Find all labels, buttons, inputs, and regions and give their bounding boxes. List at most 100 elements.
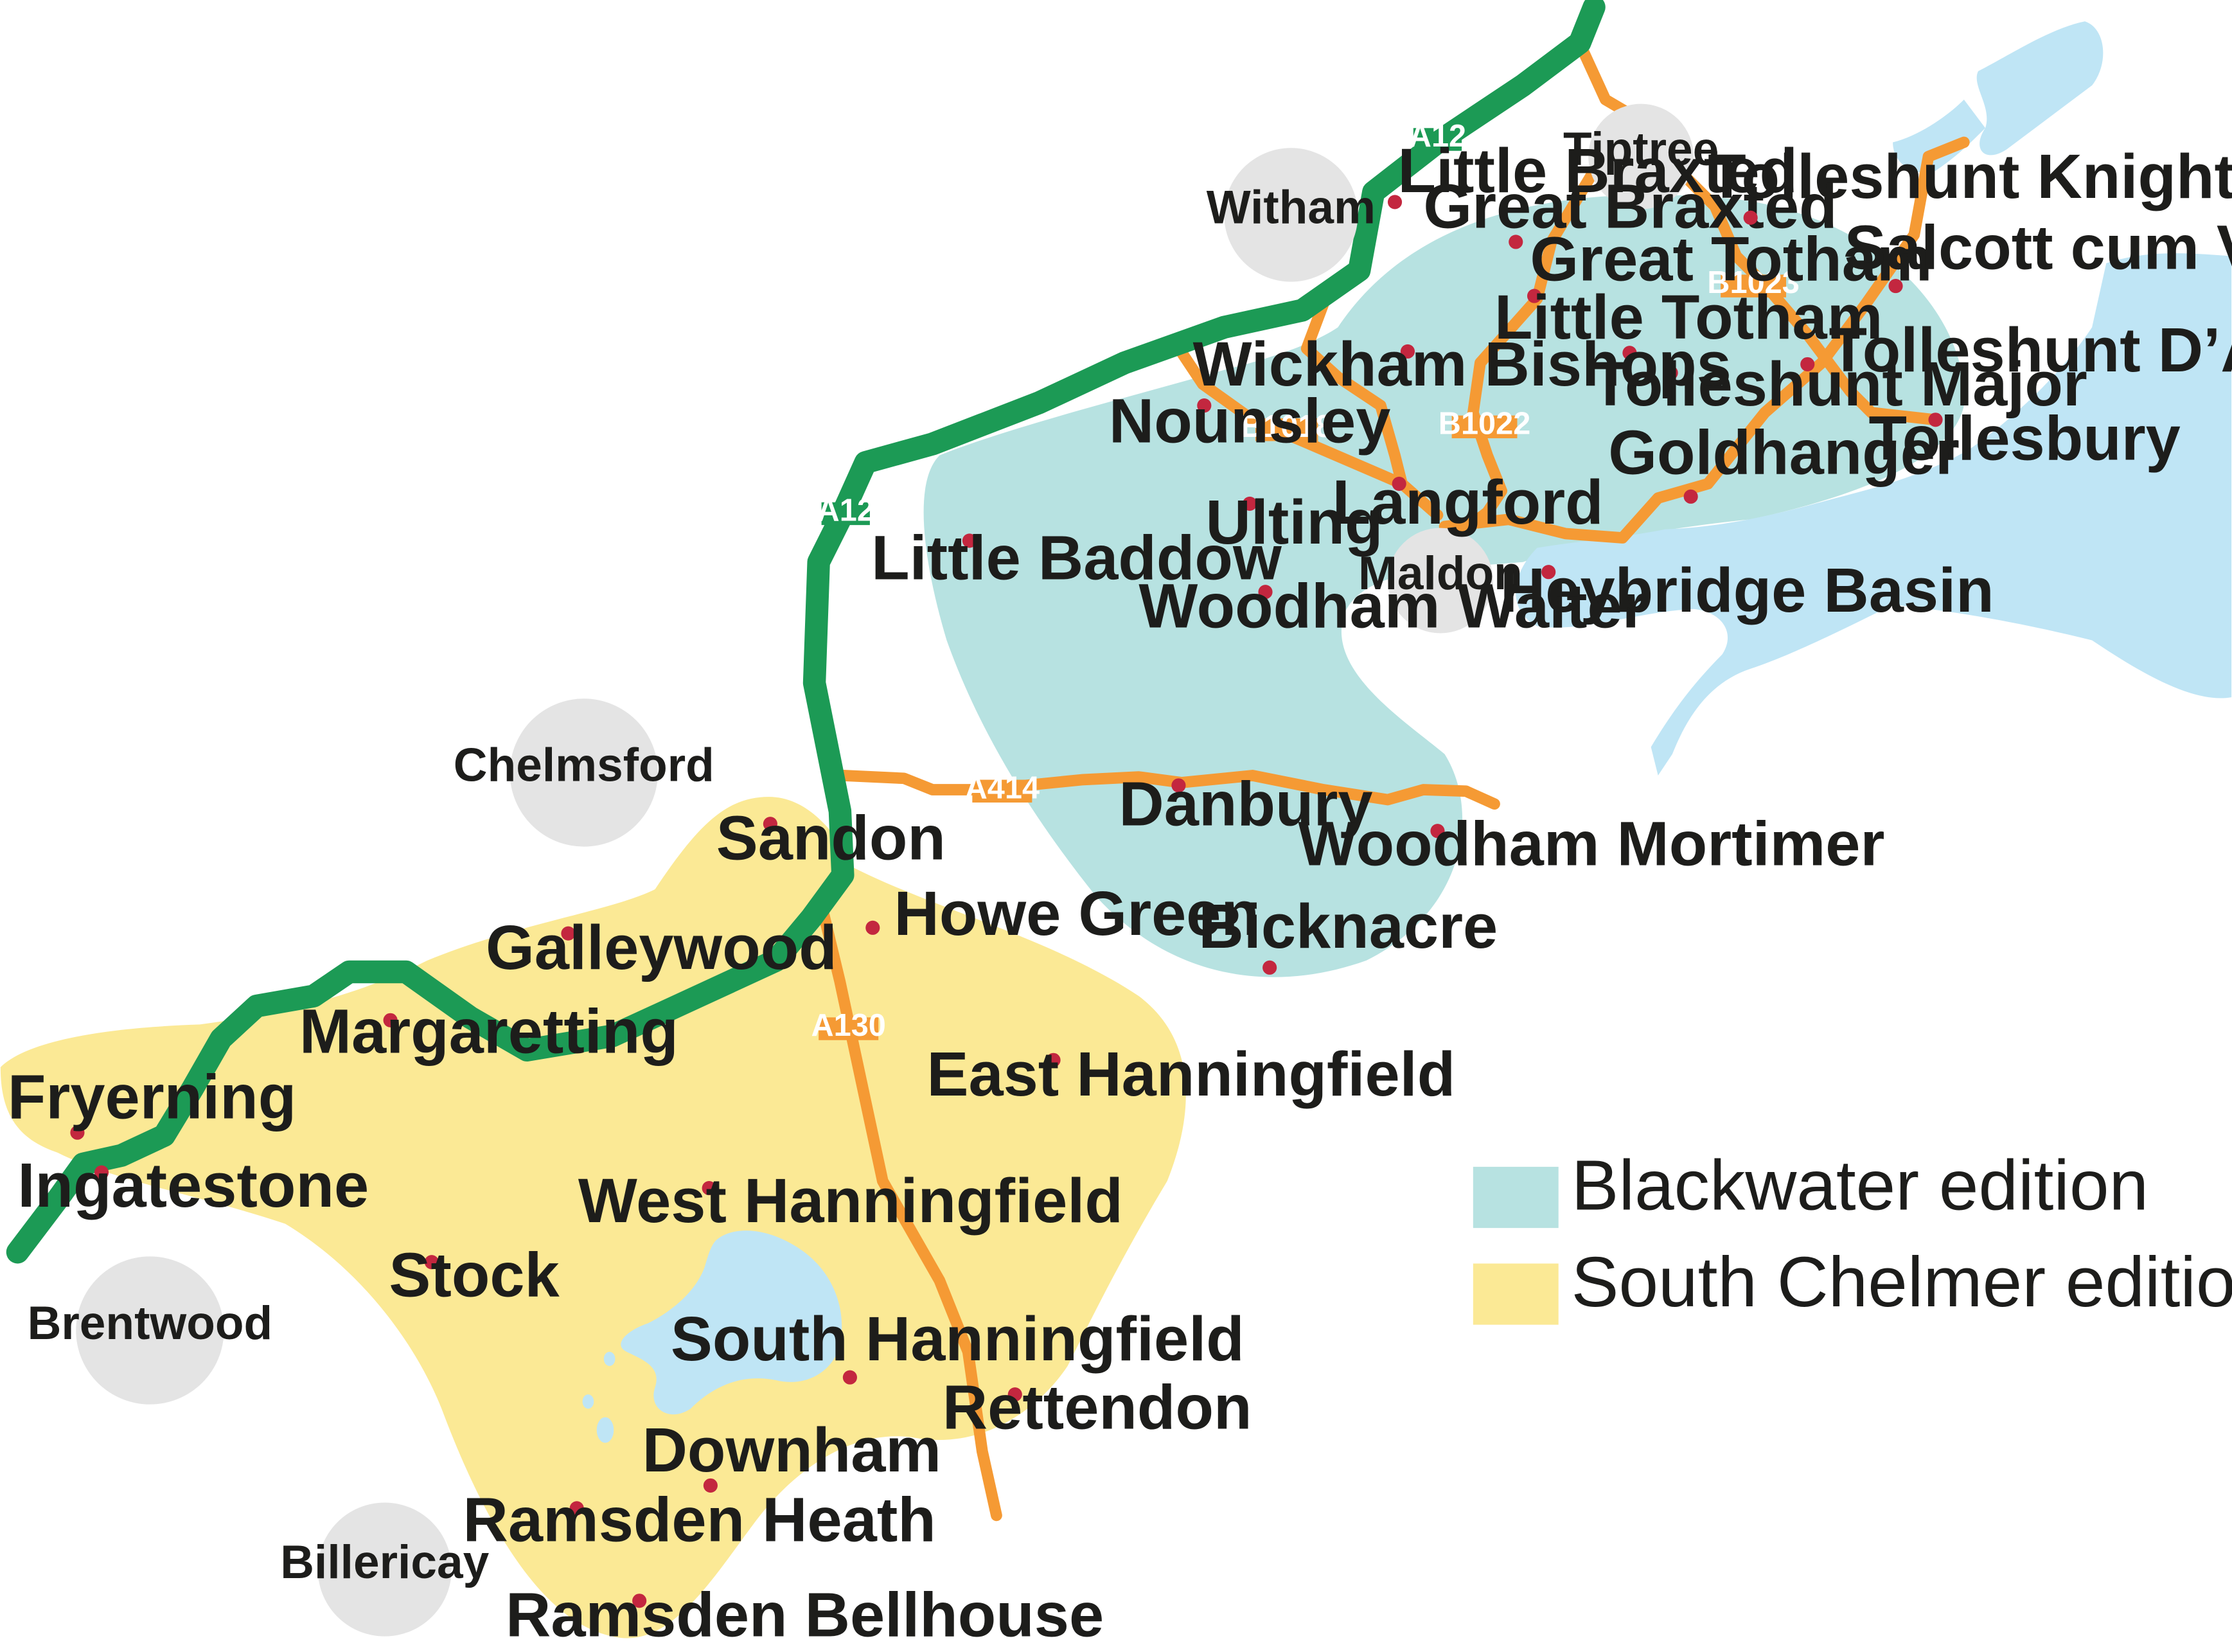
creek-north-2 [1893, 100, 1986, 173]
reservoir-islet-2 [582, 1394, 594, 1409]
svg-text:Brentwood: Brentwood [28, 1297, 273, 1349]
village-stock: Stock [389, 1239, 560, 1310]
village-salcott-cum-virley: Salcott cum Virley [1845, 213, 2232, 294]
svg-text:A12: A12 [817, 493, 874, 528]
creek-north [1976, 21, 2104, 155]
village-south-hanningfield: South Hanningfield [671, 1304, 1244, 1385]
village-ingatestone: Ingatestone [17, 1150, 369, 1220]
svg-text:Ingatestone: Ingatestone [17, 1150, 369, 1220]
svg-text:A414: A414 [965, 770, 1040, 805]
town-maldon: Maldon [1358, 528, 1523, 634]
svg-text:Little Totham: Little Totham [1494, 282, 1882, 352]
road-a12 [6, 0, 1606, 1264]
svg-text:Ramsden Heath: Ramsden Heath [463, 1484, 936, 1554]
svg-text:West Hanningfield: West Hanningfield [578, 1166, 1123, 1236]
road-shield-b1022: B1022 [1439, 406, 1531, 441]
svg-text:Tolleshunt D’Arcy: Tolleshunt D’Arcy [1829, 315, 2232, 385]
svg-text:A12: A12 [1409, 119, 1466, 154]
svg-text:Salcott cum Virley: Salcott cum Virley [1845, 213, 2232, 283]
svg-text:Goldhanger: Goldhanger [1608, 417, 1960, 487]
road-a130 [817, 905, 1002, 1522]
svg-text:Tiptree: Tiptree [1563, 123, 1719, 175]
svg-text:Chelmsford: Chelmsford [454, 740, 714, 792]
village-tolleshunt-darcy: Tolleshunt D’Arcy [1800, 315, 2232, 385]
road-langford-goldhanger [1439, 136, 1970, 544]
village-ramsden-bellhouse: Ramsden Bellhouse [506, 1580, 1104, 1650]
svg-text:Bicknacre: Bicknacre [1198, 891, 1498, 961]
village-little-totham: Little Totham [1494, 282, 1882, 360]
svg-text:Woodham Mortimer: Woodham Mortimer [1298, 808, 1884, 878]
road-shield-a12-lower: A12 [817, 493, 874, 528]
svg-text:Sandon: Sandon [716, 803, 946, 873]
svg-text:Ramsden Bellhouse: Ramsden Bellhouse [506, 1580, 1104, 1650]
village-margaretting: Margaretting [299, 997, 678, 1067]
village-east-hanningfield: East Hanningfield [926, 1039, 1455, 1109]
svg-text:Margaretting: Margaretting [299, 997, 678, 1067]
village-nounsley: Nounsley [1109, 386, 1390, 456]
road-wickham [1300, 297, 1408, 490]
village-galleywood: Galleywood [486, 912, 837, 982]
svg-text:Fryerning: Fryerning [8, 1062, 296, 1132]
blackwater-estuary [1516, 253, 2232, 776]
road-shield-b1023: B1023 [1707, 265, 1800, 300]
village-little-braxted: Little Braxted [1387, 136, 1798, 209]
svg-text:South Chelmer edition: South Chelmer edition [1572, 1243, 2232, 1322]
svg-text:Ulting: Ulting [1206, 487, 1383, 557]
village-heybridge-basin: Heybridge Basin [1500, 555, 1994, 625]
svg-text:Howe Green: Howe Green [894, 878, 1259, 948]
svg-text:Tollesbury: Tollesbury [1868, 403, 2180, 473]
village-langford: Langford [1333, 467, 1604, 537]
svg-text:Great Braxted: Great Braxted [1423, 171, 1837, 241]
svg-text:Downham: Downham [642, 1415, 941, 1485]
town-chelmsford: Chelmsford [454, 698, 714, 847]
legend-item-blackwater: Blackwater edition [1473, 1146, 2149, 1229]
village-wickham-bishops: Wickham Bishops [1193, 329, 1732, 399]
svg-text:Tolleshunt Major: Tolleshunt Major [1591, 349, 2087, 419]
svg-text:Wickham Bishops: Wickham Bishops [1193, 329, 1732, 399]
village-sandon: Sandon [716, 803, 946, 873]
legend-swatch-blackwater [1473, 1166, 1559, 1229]
village-goldhanger: Goldhanger [1608, 417, 1960, 504]
hanningfield-reservoir [621, 1230, 842, 1415]
village-downham: Downham [642, 1415, 941, 1493]
village-little-baddow: Little Baddow [871, 522, 1282, 592]
svg-text:B1023: B1023 [1707, 265, 1800, 300]
svg-text:Great Totham: Great Totham [1530, 224, 1932, 294]
svg-text:Blackwater edition: Blackwater edition [1572, 1146, 2149, 1225]
svg-text:Rettendon: Rettendon [943, 1372, 1252, 1442]
svg-text:Maldon: Maldon [1358, 547, 1523, 600]
village-tolleshunt-knights: Tolleshunt Knights [1708, 141, 2232, 225]
svg-text:Nounsley: Nounsley [1109, 386, 1390, 456]
reservoir-islet-1 [596, 1417, 614, 1443]
village-ulting: Ulting [1206, 487, 1383, 557]
legend: Blackwater edition South Chelmer edition [1473, 1146, 2232, 1325]
svg-text:A130: A130 [811, 1008, 885, 1043]
village-ramsden-heath: Ramsden Heath [463, 1484, 936, 1554]
village-woodham-mortimer: Woodham Mortimer [1298, 808, 1884, 878]
svg-text:Stock: Stock [389, 1239, 560, 1310]
legend-item-south-chelmer: South Chelmer edition [1473, 1243, 2232, 1325]
village-howe-green: Howe Green [865, 878, 1259, 948]
svg-text:Little Braxted: Little Braxted [1397, 136, 1798, 206]
road-shield-a414: A414 [965, 770, 1040, 805]
road-b1023 [1674, 164, 1942, 426]
village-great-totham: Great Totham [1527, 224, 1933, 303]
village-west-hanningfield: West Hanningfield [578, 1166, 1123, 1236]
village-rettendon: Rettendon [943, 1372, 1252, 1442]
svg-text:Heybridge Basin: Heybridge Basin [1500, 555, 1994, 625]
road-shield-b1018: B1018 [1241, 409, 1333, 444]
reservoir-islet-3 [603, 1351, 616, 1366]
village-fryerning: Fryerning [8, 1062, 296, 1140]
svg-text:Little Baddow: Little Baddow [871, 522, 1282, 592]
town-brentwood: Brentwood [28, 1256, 273, 1405]
village-bicknacre: Bicknacre [1198, 891, 1498, 975]
svg-text:Danbury: Danbury [1119, 768, 1372, 839]
svg-text:B1022: B1022 [1439, 406, 1531, 441]
road-shield-a12-upper: A12 [1409, 119, 1466, 154]
road-shield-a130: A130 [811, 1008, 885, 1043]
village-tolleshunt-major: Tolleshunt Major [1591, 349, 2087, 419]
village-danbury: Danbury [1119, 768, 1372, 839]
village-tollesbury: Tollesbury [1868, 403, 2180, 473]
svg-text:South Hanningfield: South Hanningfield [671, 1304, 1244, 1374]
svg-text:Billericay: Billericay [280, 1536, 489, 1588]
